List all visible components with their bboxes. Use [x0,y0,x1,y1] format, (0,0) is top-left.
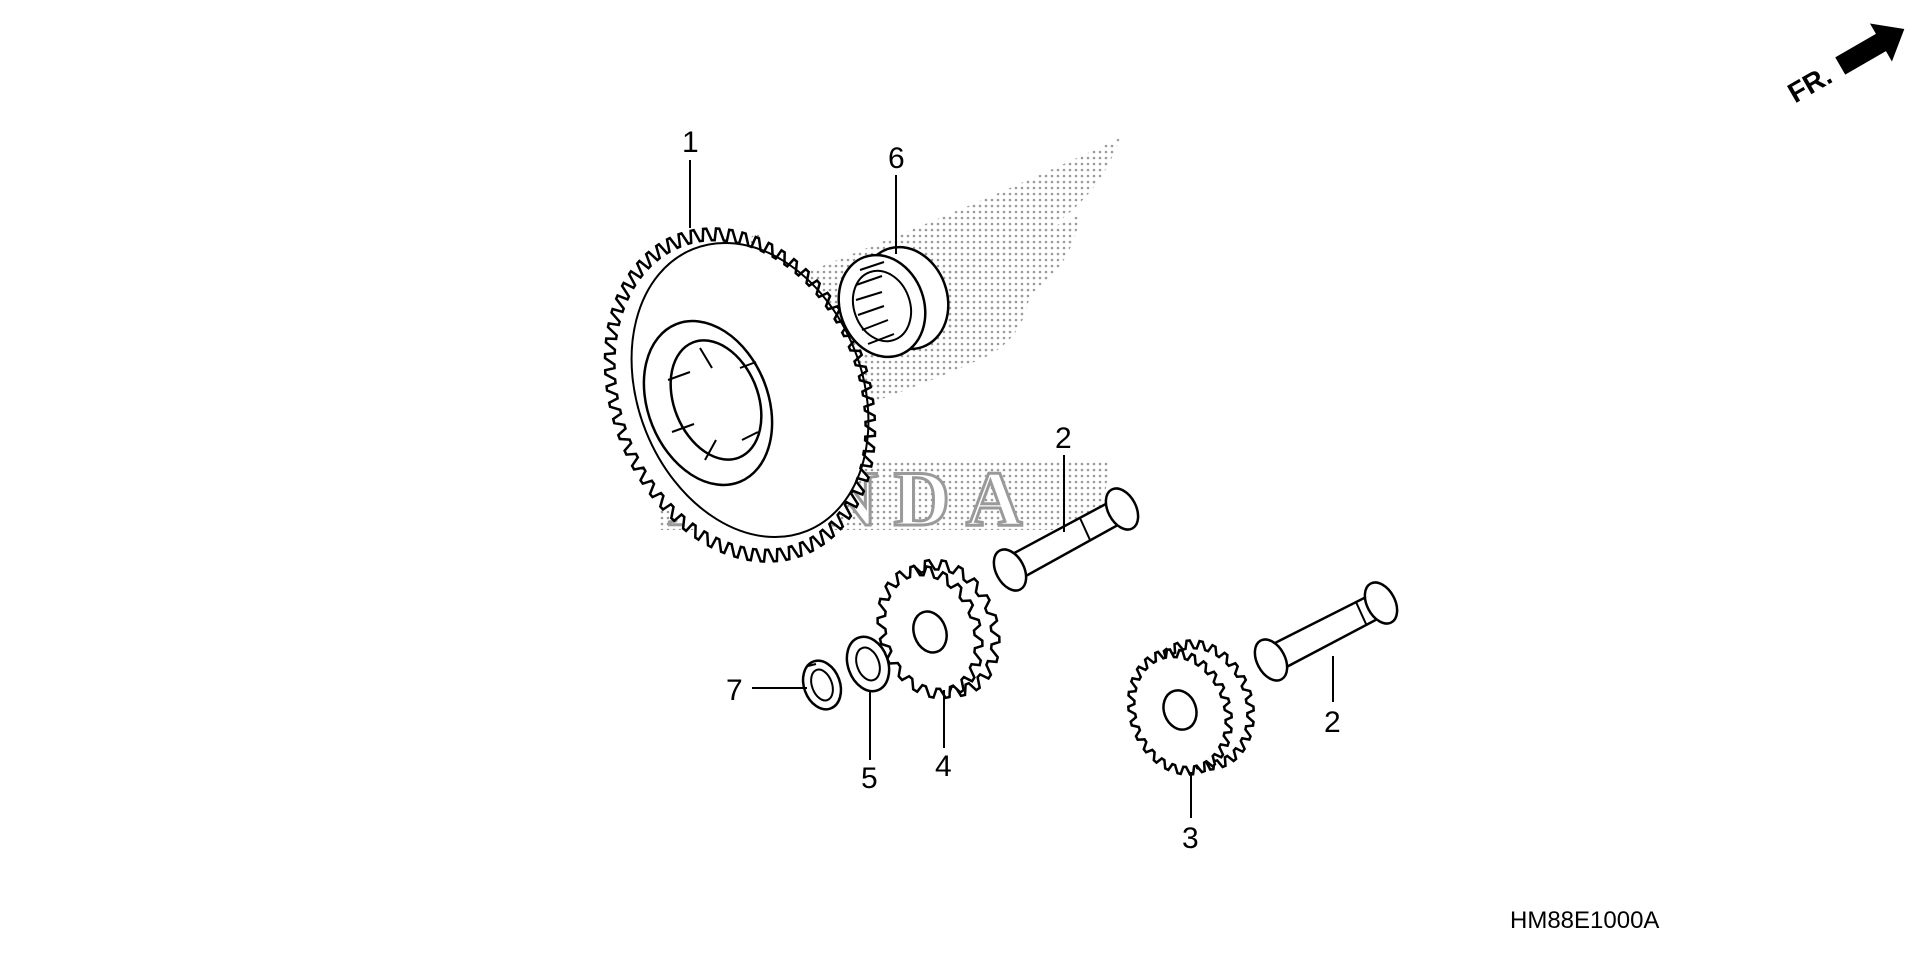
front-direction-indicator: FR. [1783,23,1905,109]
front-direction-label: FR. [1783,59,1838,108]
leader-lines [689,160,1334,818]
callout-3: 3 [1182,822,1199,855]
small-gear-icon [1126,639,1256,776]
small-gear-icon [876,558,1001,700]
callout-2-upper: 2 [1055,422,1072,455]
callout-2-lower: 2 [1324,706,1341,739]
diagram-code: HM88E1000A [1510,907,1659,934]
large-gear-icon [603,227,877,563]
callout-6: 6 [888,142,905,175]
arrow-right-icon [1835,23,1905,75]
callout-7: 7 [726,674,743,707]
shaft-pin-icon [992,487,1140,592]
callout-5: 5 [861,762,878,795]
washer-icon [845,635,891,693]
shaft-pin-icon [1253,581,1399,682]
callout-1: 1 [682,126,699,159]
callout-4: 4 [935,750,952,783]
circlip-icon [801,659,843,711]
needle-bearing-icon [837,245,950,359]
